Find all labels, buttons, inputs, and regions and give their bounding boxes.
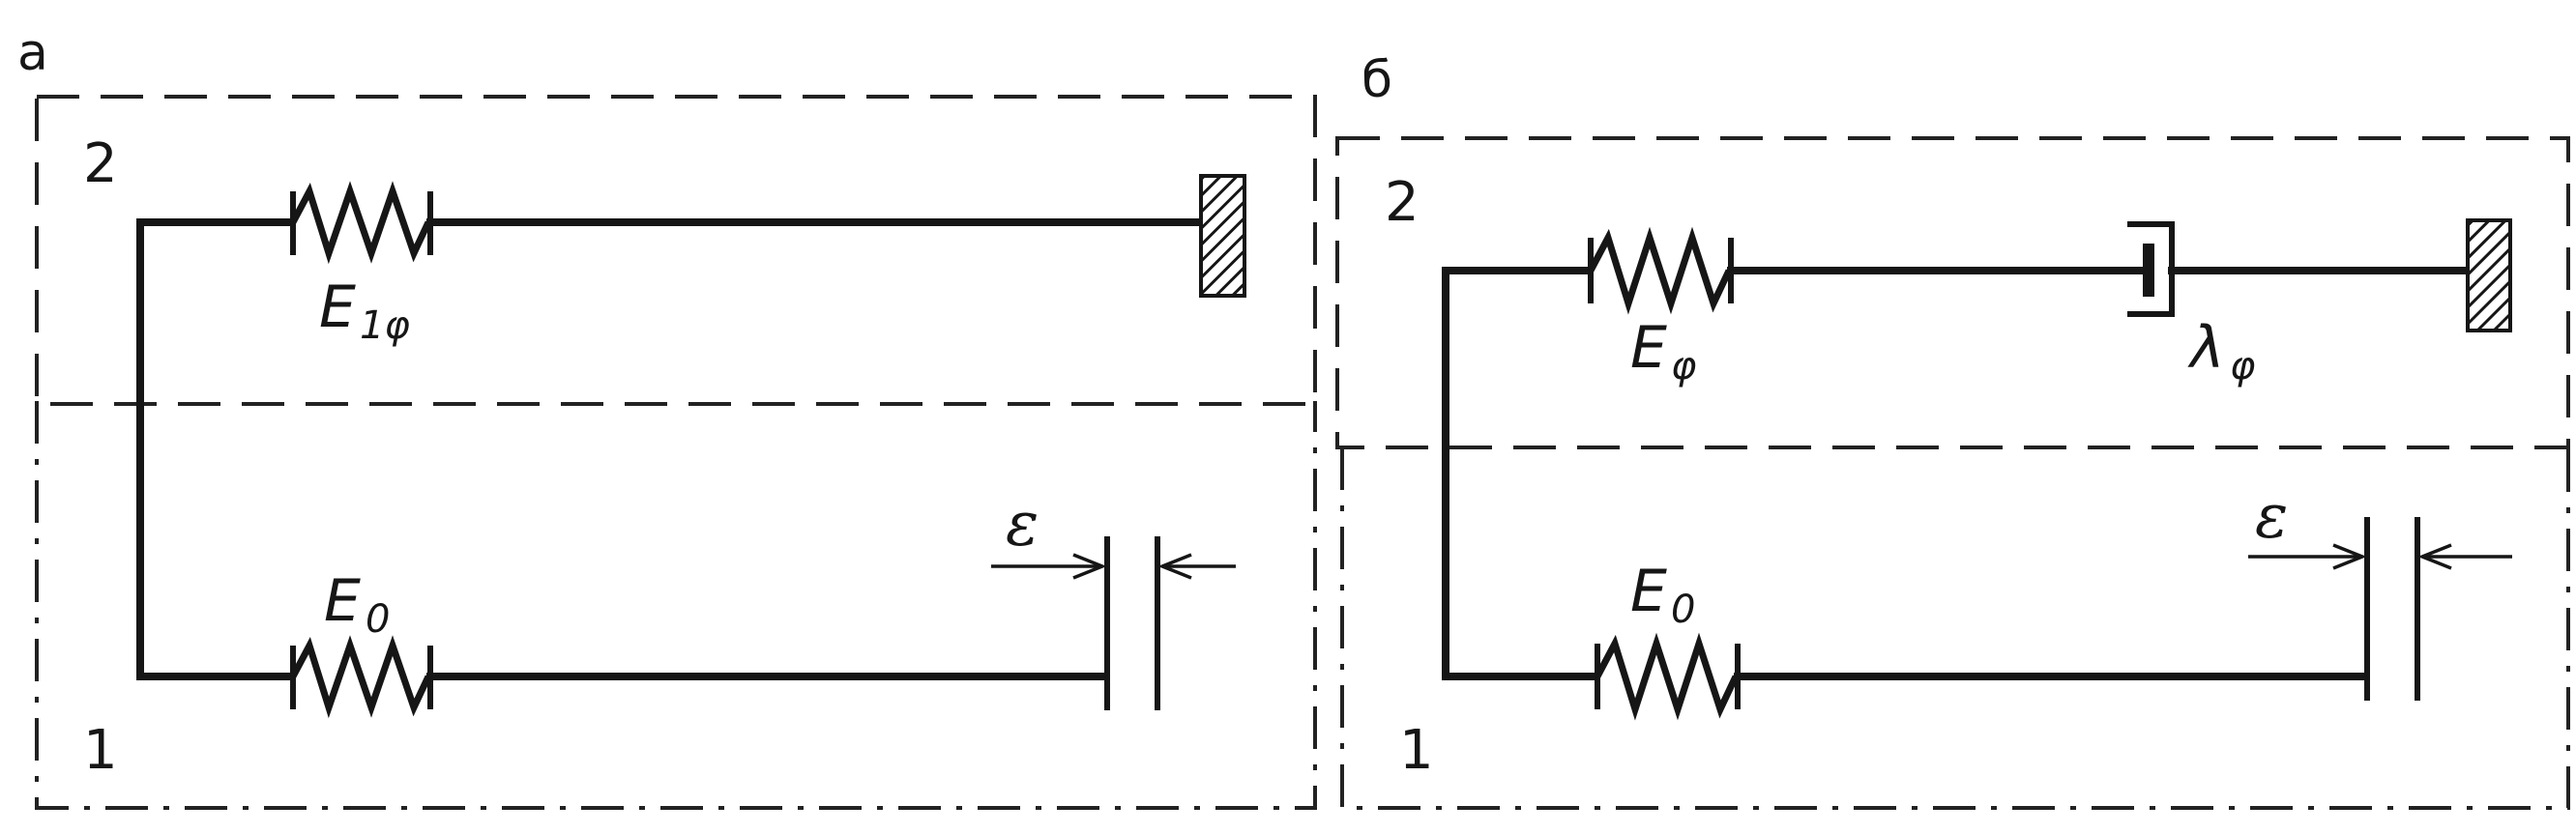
panel-a-top-branch: E 1φ xyxy=(136,174,1246,348)
panel-b: б 2 1 E xyxy=(1335,51,2570,810)
panel-b-region-2-label: 2 xyxy=(1385,171,1420,234)
panel-b-region-1-label: 1 xyxy=(1399,719,1434,782)
panel-a-letter: а xyxy=(17,24,48,82)
panel-b-spring-bottom-symbol: E xyxy=(1630,558,1667,625)
panel-b-bottom-branch: ε E 0 xyxy=(1442,481,2512,721)
panel-b-letter: б xyxy=(1361,51,1392,109)
panel-b-dashpot-symbol: λ xyxy=(2187,314,2225,382)
panel-a-region-1-frame xyxy=(35,401,1317,810)
panel-a-region-2-label: 2 xyxy=(83,132,118,195)
panel-a-strain-label: ε xyxy=(1006,489,1039,561)
panel-b-region-frames xyxy=(1335,136,2570,810)
strain-arrows-icon xyxy=(2248,543,2512,570)
panel-a-spring-top-subscript: 1φ xyxy=(360,303,410,348)
panel-b-spring-top-subscript: φ xyxy=(1671,344,1696,388)
spring-icon xyxy=(289,635,433,719)
panel-b-region-1-frame xyxy=(1340,447,2570,810)
panel-a: а 2 1 E 1φ xyxy=(17,24,1317,810)
spring-icon xyxy=(1594,632,1741,721)
fixed-wall-icon xyxy=(2466,218,2512,332)
panel-a-spring-top-symbol: E xyxy=(319,273,356,341)
panel-a-spring-bottom-symbol: E xyxy=(324,567,361,635)
strain-arrows-icon xyxy=(991,553,1236,580)
panel-a-region-2-frame xyxy=(35,95,1317,406)
panel-b-spring-top-symbol: E xyxy=(1630,314,1667,382)
panel-a-region-1-label: 1 xyxy=(83,719,118,782)
panel-a-region-frames xyxy=(35,95,1317,810)
panel-b-spring-bottom-subscript: 0 xyxy=(1671,588,1695,632)
strain-gauge-icon xyxy=(2364,517,2420,701)
panel-a-spring-bottom-subscript: 0 xyxy=(366,597,390,642)
fixed-wall-icon xyxy=(1199,174,1246,298)
spring-icon xyxy=(1587,226,1734,315)
spring-icon xyxy=(289,181,433,265)
strain-gauge-icon xyxy=(1104,536,1160,710)
panel-a-bottom-branch: ε E 0 xyxy=(136,489,1236,719)
panel-b-dashpot-subscript: φ xyxy=(2230,344,2255,388)
panel-b-strain-label: ε xyxy=(2255,481,2288,553)
panel-b-region-2-frame xyxy=(1335,136,2570,449)
panel-b-top-branch: E φ λ φ xyxy=(1442,218,2512,388)
